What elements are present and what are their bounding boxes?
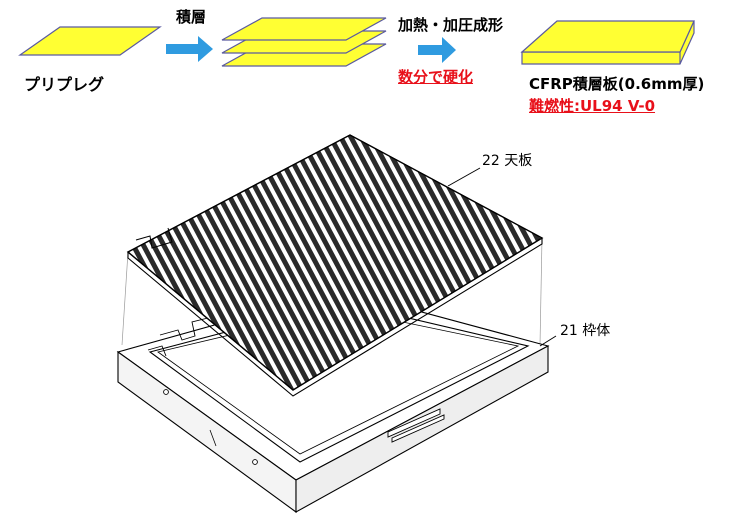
cfrp-product-label: CFRP積層板(0.6mm厚): [529, 75, 705, 93]
frame-screw-hole: [252, 459, 258, 465]
arrow-stack-icon: [166, 36, 213, 62]
molding-step-label: 加熱・加圧成形: [398, 16, 504, 34]
stacked-sheet-1: [221, 17, 387, 41]
cure-time-note: 数分で硬化: [398, 68, 474, 86]
frame-label: 21 枠体: [560, 323, 611, 339]
prepreg-sheet: [18, 26, 162, 56]
prepreg-label: プリプレグ: [24, 75, 105, 94]
leader-frame: [539, 335, 557, 347]
leader-top-plate: [447, 167, 481, 187]
frame-screw-hole: [163, 389, 169, 395]
frame-slot: [387, 408, 441, 438]
cfrp-laminate-top: [520, 20, 695, 53]
top-plate-label: 22 天板: [482, 153, 533, 169]
arrow-mold-icon: [418, 37, 456, 63]
lamination-step-label: 積層: [176, 8, 207, 26]
flame-rating-note: 難燃性:UL94 V-0: [529, 97, 656, 115]
